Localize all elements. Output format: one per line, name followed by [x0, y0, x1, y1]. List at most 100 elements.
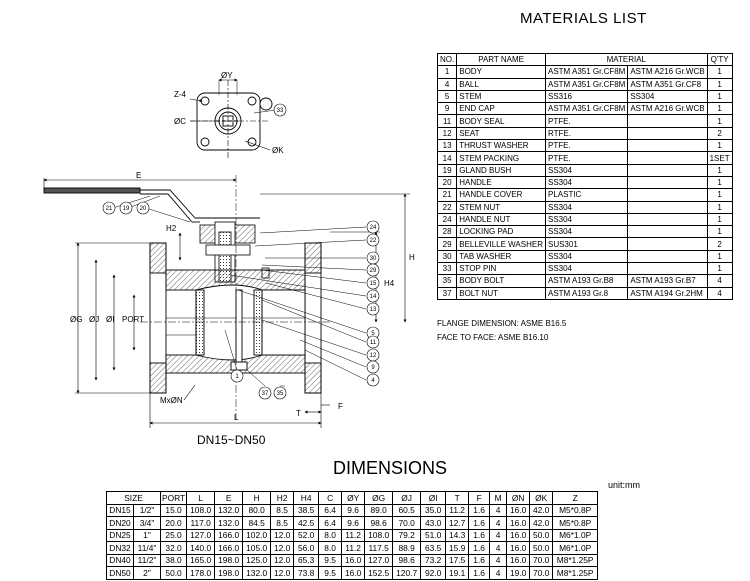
material-cell-no: 37 — [436, 286, 458, 300]
material-cell-qty: 1 — [706, 114, 733, 128]
dimension-cell: DN20 — [106, 516, 134, 530]
dimension-cell: DN15 — [106, 503, 134, 517]
dim-header-cell: H — [242, 491, 272, 505]
material-cell-qty: 1 — [706, 200, 733, 214]
label-l: L — [234, 413, 239, 422]
material-cell-m1: PTFE. — [544, 139, 629, 153]
dimension-cell: 38.0 — [159, 553, 188, 567]
dim-header-cell: ØY — [341, 491, 366, 505]
material-cell-qty: 1 — [706, 225, 733, 239]
dimension-cell: 70.0 — [392, 516, 422, 530]
material-cell-qty: 1 — [706, 65, 733, 79]
dimension-cell: 56.0 — [293, 541, 320, 555]
material-cell-no: 22 — [436, 200, 458, 214]
dimension-cell: 140.0 — [186, 541, 216, 555]
top-view — [189, 78, 273, 160]
dim-header-cell: ØN — [506, 491, 531, 505]
dimension-cell: 6.4 — [318, 516, 343, 530]
dimension-cell: 198.0 — [214, 566, 244, 580]
dimension-cell: 11/4" — [133, 541, 161, 555]
dimension-cell: 79.2 — [392, 528, 422, 542]
material-cell-m1: PLASTIC — [544, 188, 629, 202]
material-cell-part: BOLT NUT — [456, 286, 546, 300]
dimension-cell: 50.0 — [529, 541, 554, 555]
material-cell-m2 — [627, 163, 708, 177]
dimension-cell: 1.6 — [468, 553, 491, 567]
material-cell-m2: ASTM A194 Gr.2HM — [627, 286, 708, 300]
dimension-cell: DN50 — [106, 566, 134, 580]
dimension-cell: 9.6 — [341, 503, 366, 517]
dimension-cell: 1.6 — [468, 528, 491, 542]
dim-header-cell: M — [489, 491, 508, 505]
material-cell-part: GLAND BUSH — [456, 163, 546, 177]
material-cell-part: HANDLE NUT — [456, 212, 546, 227]
dim-header-cell: F — [468, 491, 491, 505]
dimension-cell: 73.8 — [293, 566, 320, 580]
label-oy: ØY — [221, 71, 233, 80]
material-cell-m2 — [627, 114, 708, 128]
material-cell-m2 — [627, 126, 708, 141]
label-og: ØG — [70, 315, 82, 324]
dimension-cell: 12.0 — [270, 553, 295, 567]
dimension-cell: 20.0 — [159, 516, 188, 530]
material-cell-qty: 4 — [706, 274, 733, 288]
balloon-37: 37 — [262, 391, 269, 397]
material-cell-part: STEM — [456, 89, 546, 104]
dimension-cell: 127.0 — [186, 528, 216, 542]
dimension-cell: 117.0 — [186, 516, 216, 530]
balloon-labels: 21 19 20 33 24 22 30 29 15 14 13 5 11 12… — [106, 108, 377, 397]
dimension-cell: 1.6 — [468, 503, 491, 517]
material-cell-part: BODY BOLT — [456, 274, 546, 288]
material-cell-qty: 2 — [706, 237, 733, 251]
material-cell-part: HANDLE — [456, 175, 546, 190]
material-cell-m2 — [627, 225, 708, 239]
dimension-cell: 12.7 — [445, 516, 470, 530]
dimension-cell: 4 — [489, 566, 508, 580]
dimension-cell: 98.6 — [392, 553, 422, 567]
dim-header-size: SIZE — [106, 491, 161, 505]
header-part: PART NAME — [456, 52, 546, 67]
material-cell-part: HANDLE COVER — [456, 188, 546, 202]
material-cell-part: TAB WASHER — [456, 249, 546, 264]
material-cell-no: 9 — [436, 102, 458, 116]
material-cell-m1: SS304 — [544, 200, 629, 214]
material-cell-m1: RTFE. — [544, 126, 629, 141]
material-cell-no: 28 — [436, 225, 458, 239]
dimension-cell: 43.0 — [420, 516, 447, 530]
material-cell-m1: ASTM A193 Gr.B8 — [544, 274, 629, 288]
unit-label: unit:mm — [608, 480, 641, 490]
materials-title: MATERIALS LIST — [520, 10, 647, 27]
dimension-cell: 16.0 — [506, 528, 531, 542]
dimension-cell: 70.0 — [529, 566, 554, 580]
drawing-caption: DN15~DN50 — [197, 433, 266, 447]
label-h: H — [409, 253, 415, 262]
material-cell-qty: 1 — [706, 102, 733, 116]
dimension-cell: 178.0 — [186, 566, 216, 580]
label-f: F — [338, 402, 343, 411]
dimension-cell: 89.0 — [364, 503, 394, 517]
label-oj: ØJ — [89, 315, 99, 324]
dimensions-title: DIMENSIONS — [333, 458, 448, 478]
dimension-cell: 8.0 — [318, 528, 343, 542]
dim-header-cell: C — [318, 491, 343, 505]
dimension-cell: 132.0 — [214, 516, 244, 530]
dimension-cell: 198.0 — [214, 553, 244, 567]
balloon-35: 35 — [277, 391, 284, 397]
material-cell-qty: 1 — [706, 89, 733, 104]
